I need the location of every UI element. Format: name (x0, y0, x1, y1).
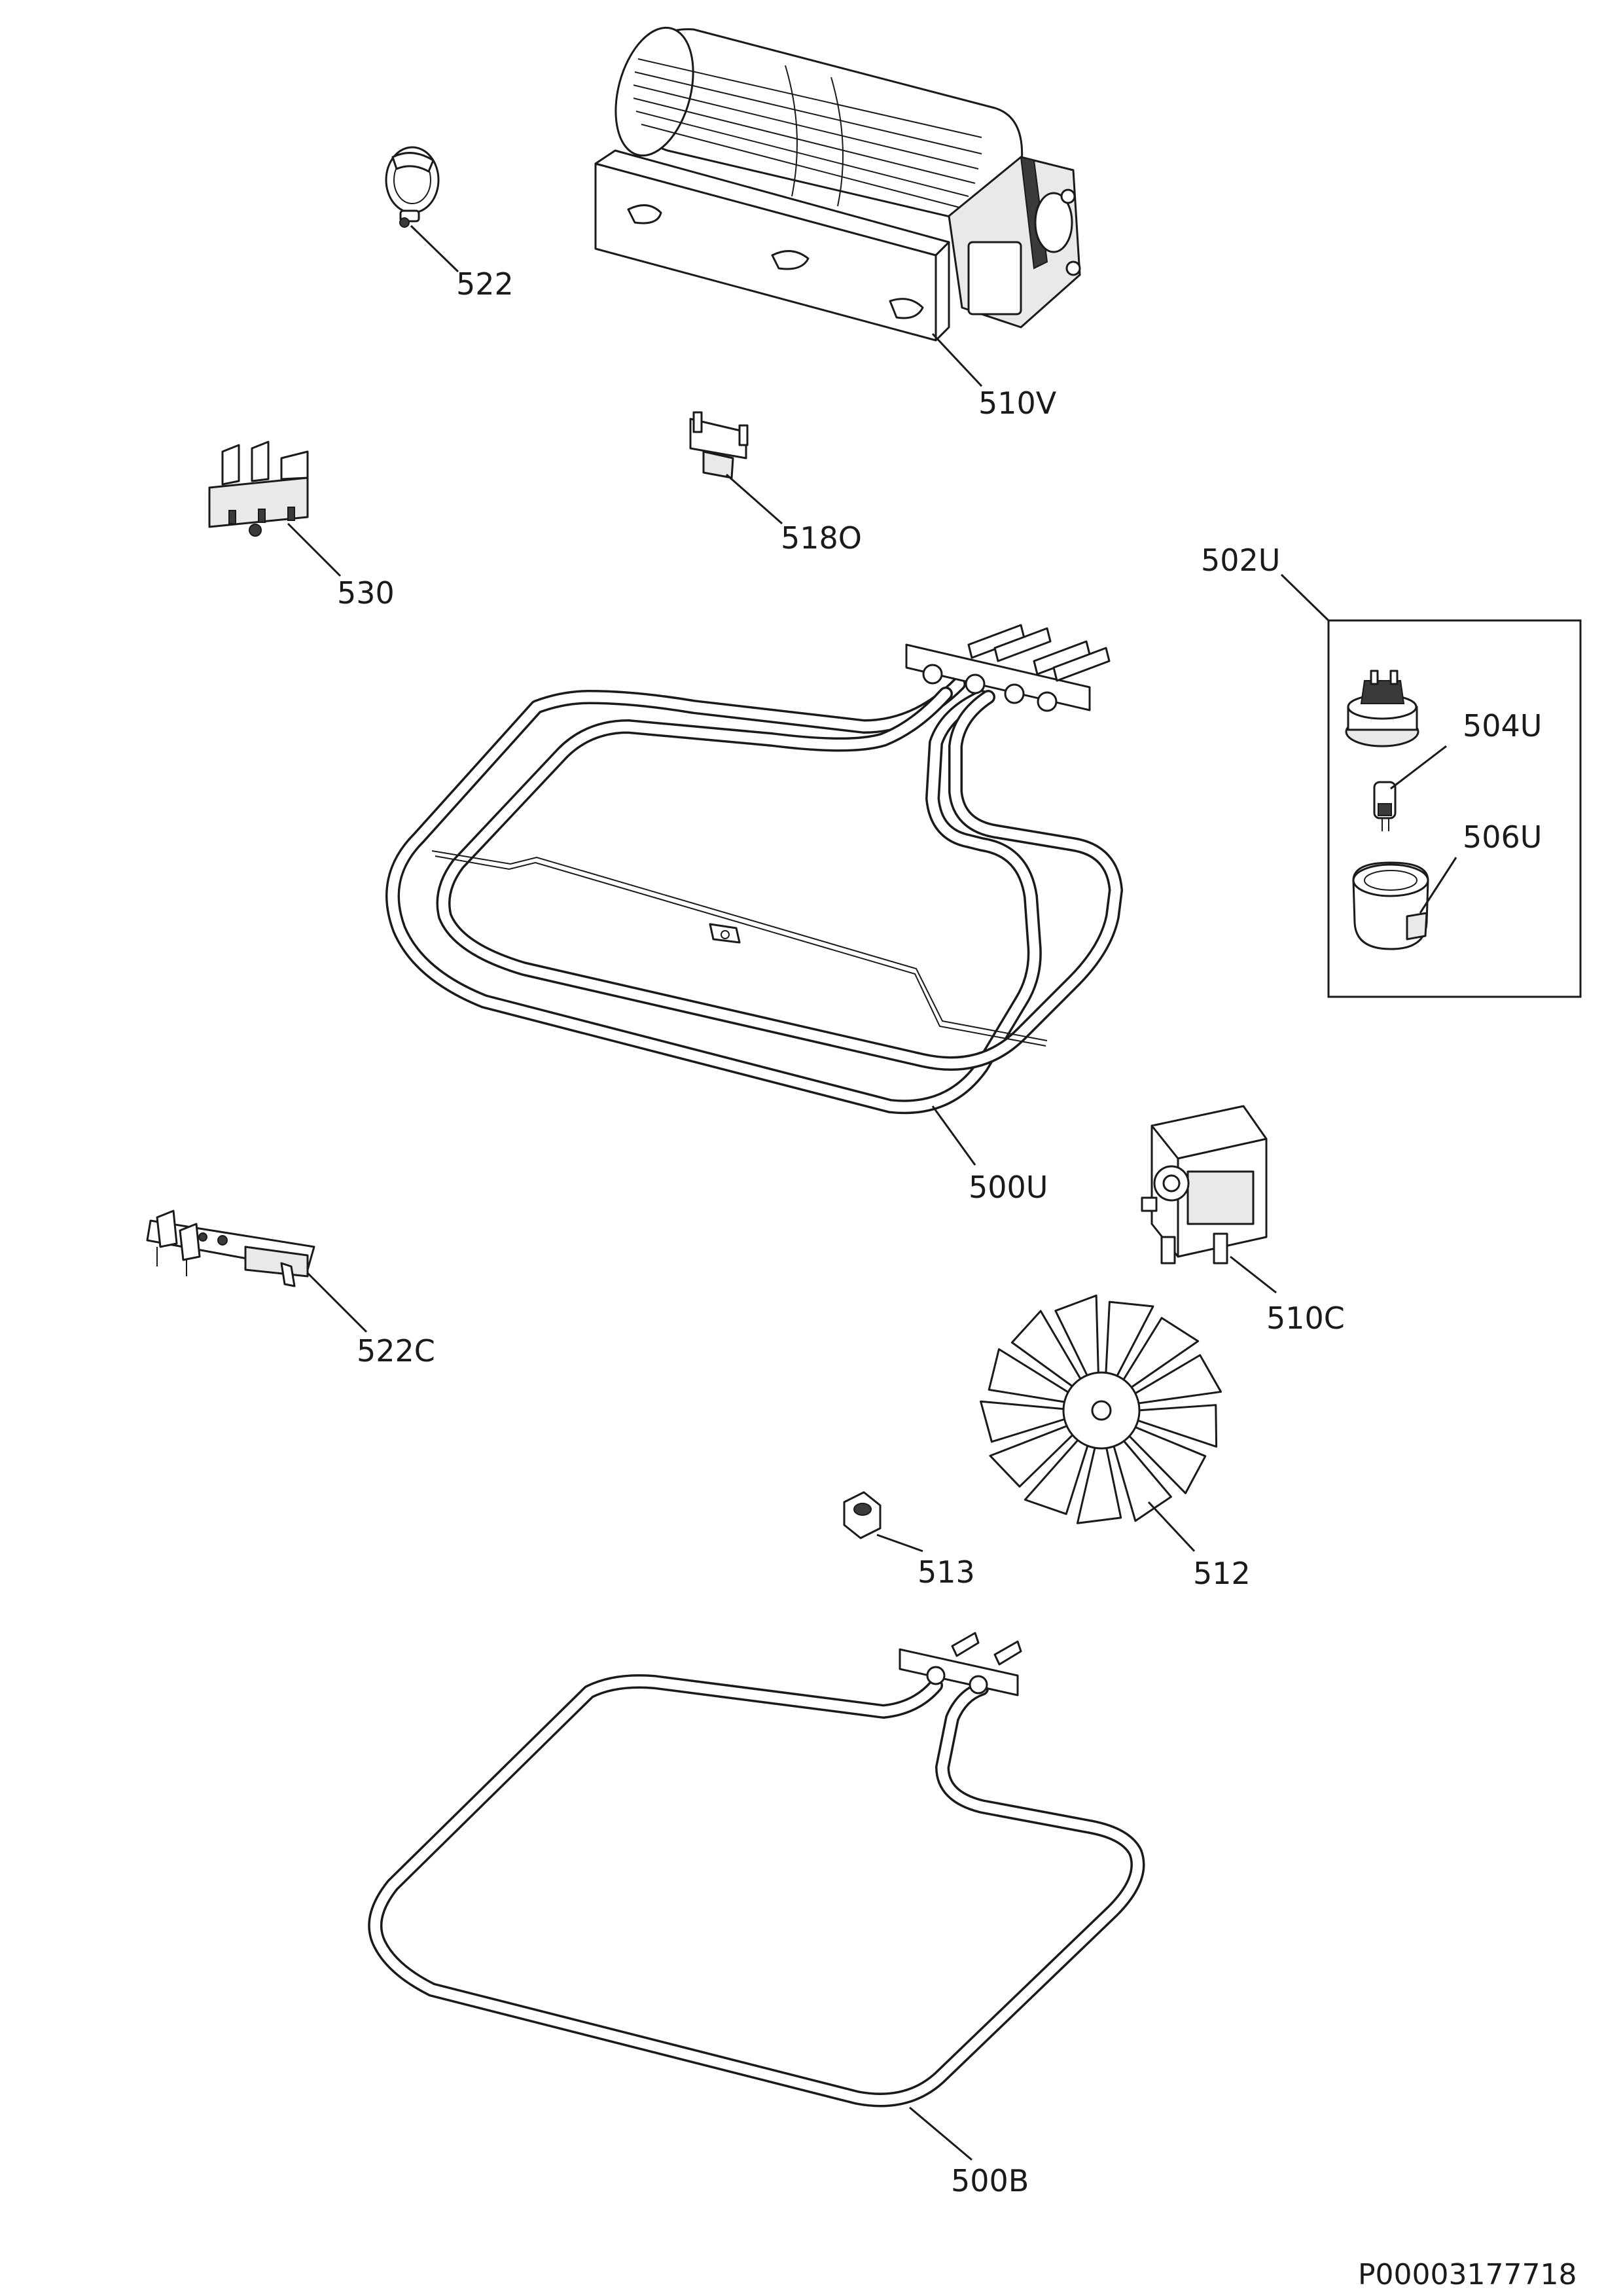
label-510c: 510C (1266, 1300, 1345, 1336)
tangential-fan-510v (594, 26, 1081, 342)
label-500u: 500U (969, 1170, 1048, 1205)
lamp-holder-522 (385, 146, 440, 228)
leader-lines (287, 224, 1457, 2161)
label-506u: 506U (1463, 819, 1542, 855)
label-502u: 502U (1201, 543, 1280, 578)
fan-blade-512 (980, 1294, 1222, 1524)
label-510v: 510V (978, 386, 1057, 421)
label-530: 530 (337, 575, 395, 611)
top-heating-element-500u (385, 624, 1123, 1115)
label-522: 522 (456, 266, 514, 302)
terminal-strip-522c (146, 1210, 315, 1287)
nut-513 (843, 1491, 882, 1539)
lamp-housing-502u (1345, 670, 1419, 747)
label-513: 513 (918, 1554, 975, 1590)
label-512: 512 (1193, 1556, 1251, 1591)
lamp-bulb-504u (1373, 781, 1397, 831)
label-518o: 518O (781, 520, 862, 556)
bottom-heating-element-500b (368, 1632, 1145, 2108)
lamp-kit-frame-502u (1327, 619, 1582, 998)
terminal-block-530 (208, 440, 309, 537)
convection-motor-510c (1141, 1105, 1268, 1265)
thermostat-518o (689, 411, 749, 479)
part-labels: 522 510V 530 518O 502U 504U 506U 500U 51… (337, 266, 1577, 2291)
label-500b: 500B (951, 2163, 1029, 2198)
label-522c: 522C (357, 1333, 435, 1369)
label-504u: 504U (1463, 708, 1542, 744)
lamp-glass-506u (1352, 861, 1429, 950)
document-code: P00003177718 (1358, 2258, 1577, 2291)
